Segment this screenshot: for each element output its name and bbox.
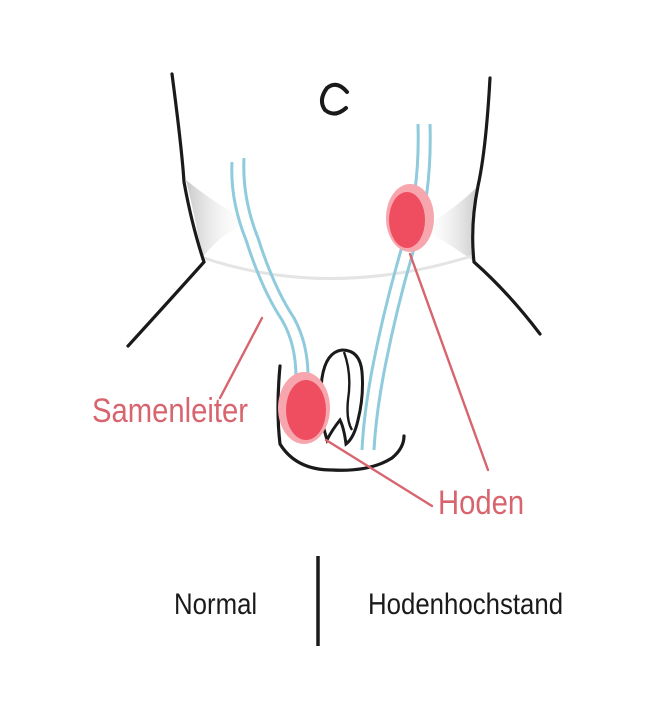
normal-label: Normal — [174, 588, 257, 622]
hoden-label: Hoden — [438, 484, 524, 523]
samenleiter-label: Samenleiter — [92, 392, 248, 431]
groin-line — [204, 256, 472, 279]
samenleiter-leader — [220, 318, 262, 398]
hoden-leader-undescended — [410, 254, 488, 470]
testis-normal — [278, 372, 330, 444]
vas-deferens-undescended — [362, 124, 430, 450]
testis-undescended — [386, 184, 434, 252]
left-body-outline — [128, 74, 204, 346]
navel-icon — [322, 85, 347, 114]
right-body-outline — [473, 78, 540, 334]
hodenhochstand-label: Hodenhochstand — [368, 588, 563, 622]
left-hip-shading — [186, 180, 250, 258]
hoden-leader-normal — [326, 440, 432, 506]
